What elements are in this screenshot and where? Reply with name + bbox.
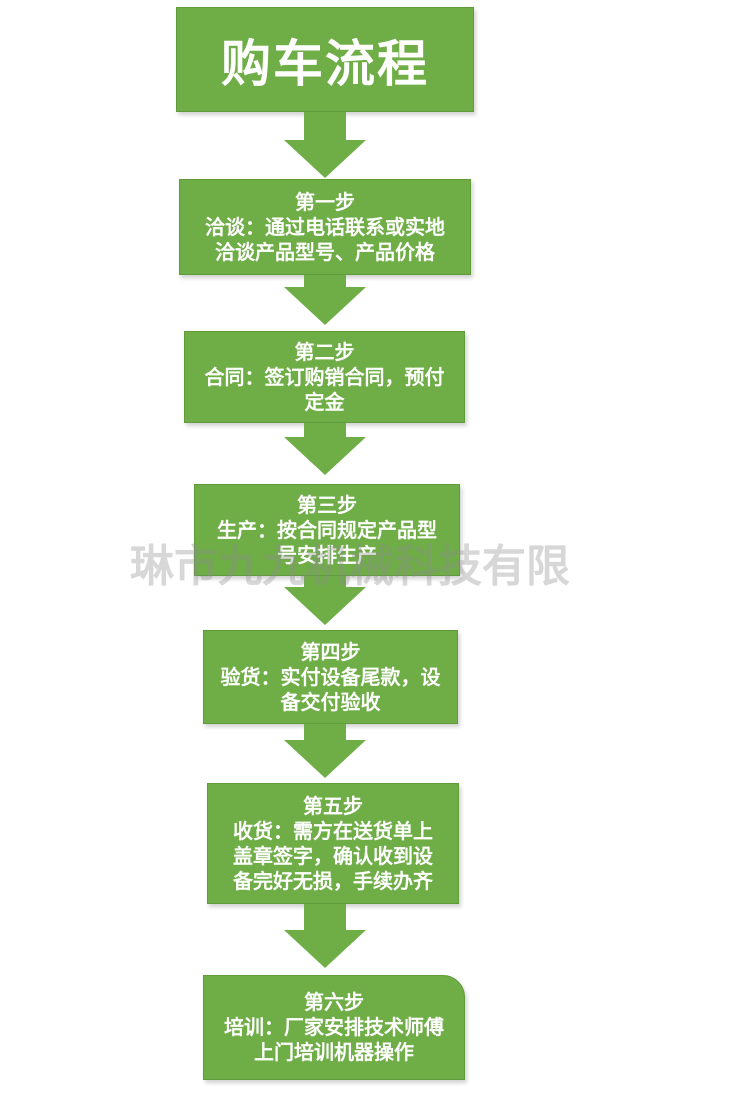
step-text-line: 上门培训机器操作	[254, 1040, 414, 1064]
step-box-5: 第五步 收货：需方在送货单上 盖章签字，确认收到设 备完好无损，手续办齐	[207, 783, 459, 904]
step-heading: 第五步	[303, 793, 363, 818]
step-text-line: 验货：实付设备尾款，设	[220, 664, 441, 689]
flow-arrow	[284, 287, 366, 325]
step-heading: 第三步	[297, 492, 357, 517]
flow-arrow	[284, 930, 366, 968]
step-text-line: 培训：厂家安排技术师傅	[224, 1015, 444, 1039]
step-text-line: 洽谈产品型号、产品价格	[215, 239, 435, 264]
step-text-line: 定金	[304, 389, 345, 414]
step-text-line: 盖章签字，确认收到设	[233, 843, 433, 868]
flowchart-title: 购车流程	[176, 7, 474, 112]
step-text-line: 备交付验收	[280, 689, 381, 714]
flow-arrow	[284, 437, 366, 475]
flow-arrow-stem	[304, 724, 346, 742]
flow-arrow-stem	[304, 423, 346, 439]
title-text: 购车流程	[221, 34, 429, 93]
flow-arrow	[284, 587, 366, 625]
step-heading: 第一步	[295, 189, 355, 214]
step-box-6: 第六步 培训：厂家安排技术师傅 上门培训机器操作	[203, 975, 465, 1080]
step-box-1: 第一步 洽谈：通过电话联系或实地 洽谈产品型号、产品价格	[179, 179, 471, 275]
step-text-line: 合同：签订购销合同，预付	[204, 364, 445, 389]
step-heading: 第四步	[300, 639, 361, 664]
flow-arrow-stem	[304, 904, 346, 932]
flow-arrow	[284, 140, 366, 178]
step-text-line: 号安排生产	[277, 542, 377, 567]
step-text-line: 收货：需方在送货单上	[233, 818, 433, 843]
step-text-line: 备完好无损，手续办齐	[233, 868, 433, 893]
step-text-line: 生产：按合同规定产品型	[217, 517, 437, 542]
step-text-line: 洽谈：通过电话联系或实地	[205, 214, 445, 239]
step-box-4: 第四步 验货：实付设备尾款，设 备交付验收	[203, 630, 458, 724]
step-heading: 第六步	[304, 990, 364, 1014]
flow-arrow	[284, 740, 366, 778]
step-box-2: 第二步 合同：签订购销合同，预付 定金	[184, 331, 465, 423]
flow-arrow-stem	[304, 275, 346, 289]
step-box-3: 第三步 生产：按合同规定产品型 号安排生产	[194, 484, 460, 576]
step-heading: 第二步	[294, 339, 355, 364]
flow-arrow-stem	[304, 112, 346, 142]
flow-arrow-stem	[304, 576, 346, 589]
